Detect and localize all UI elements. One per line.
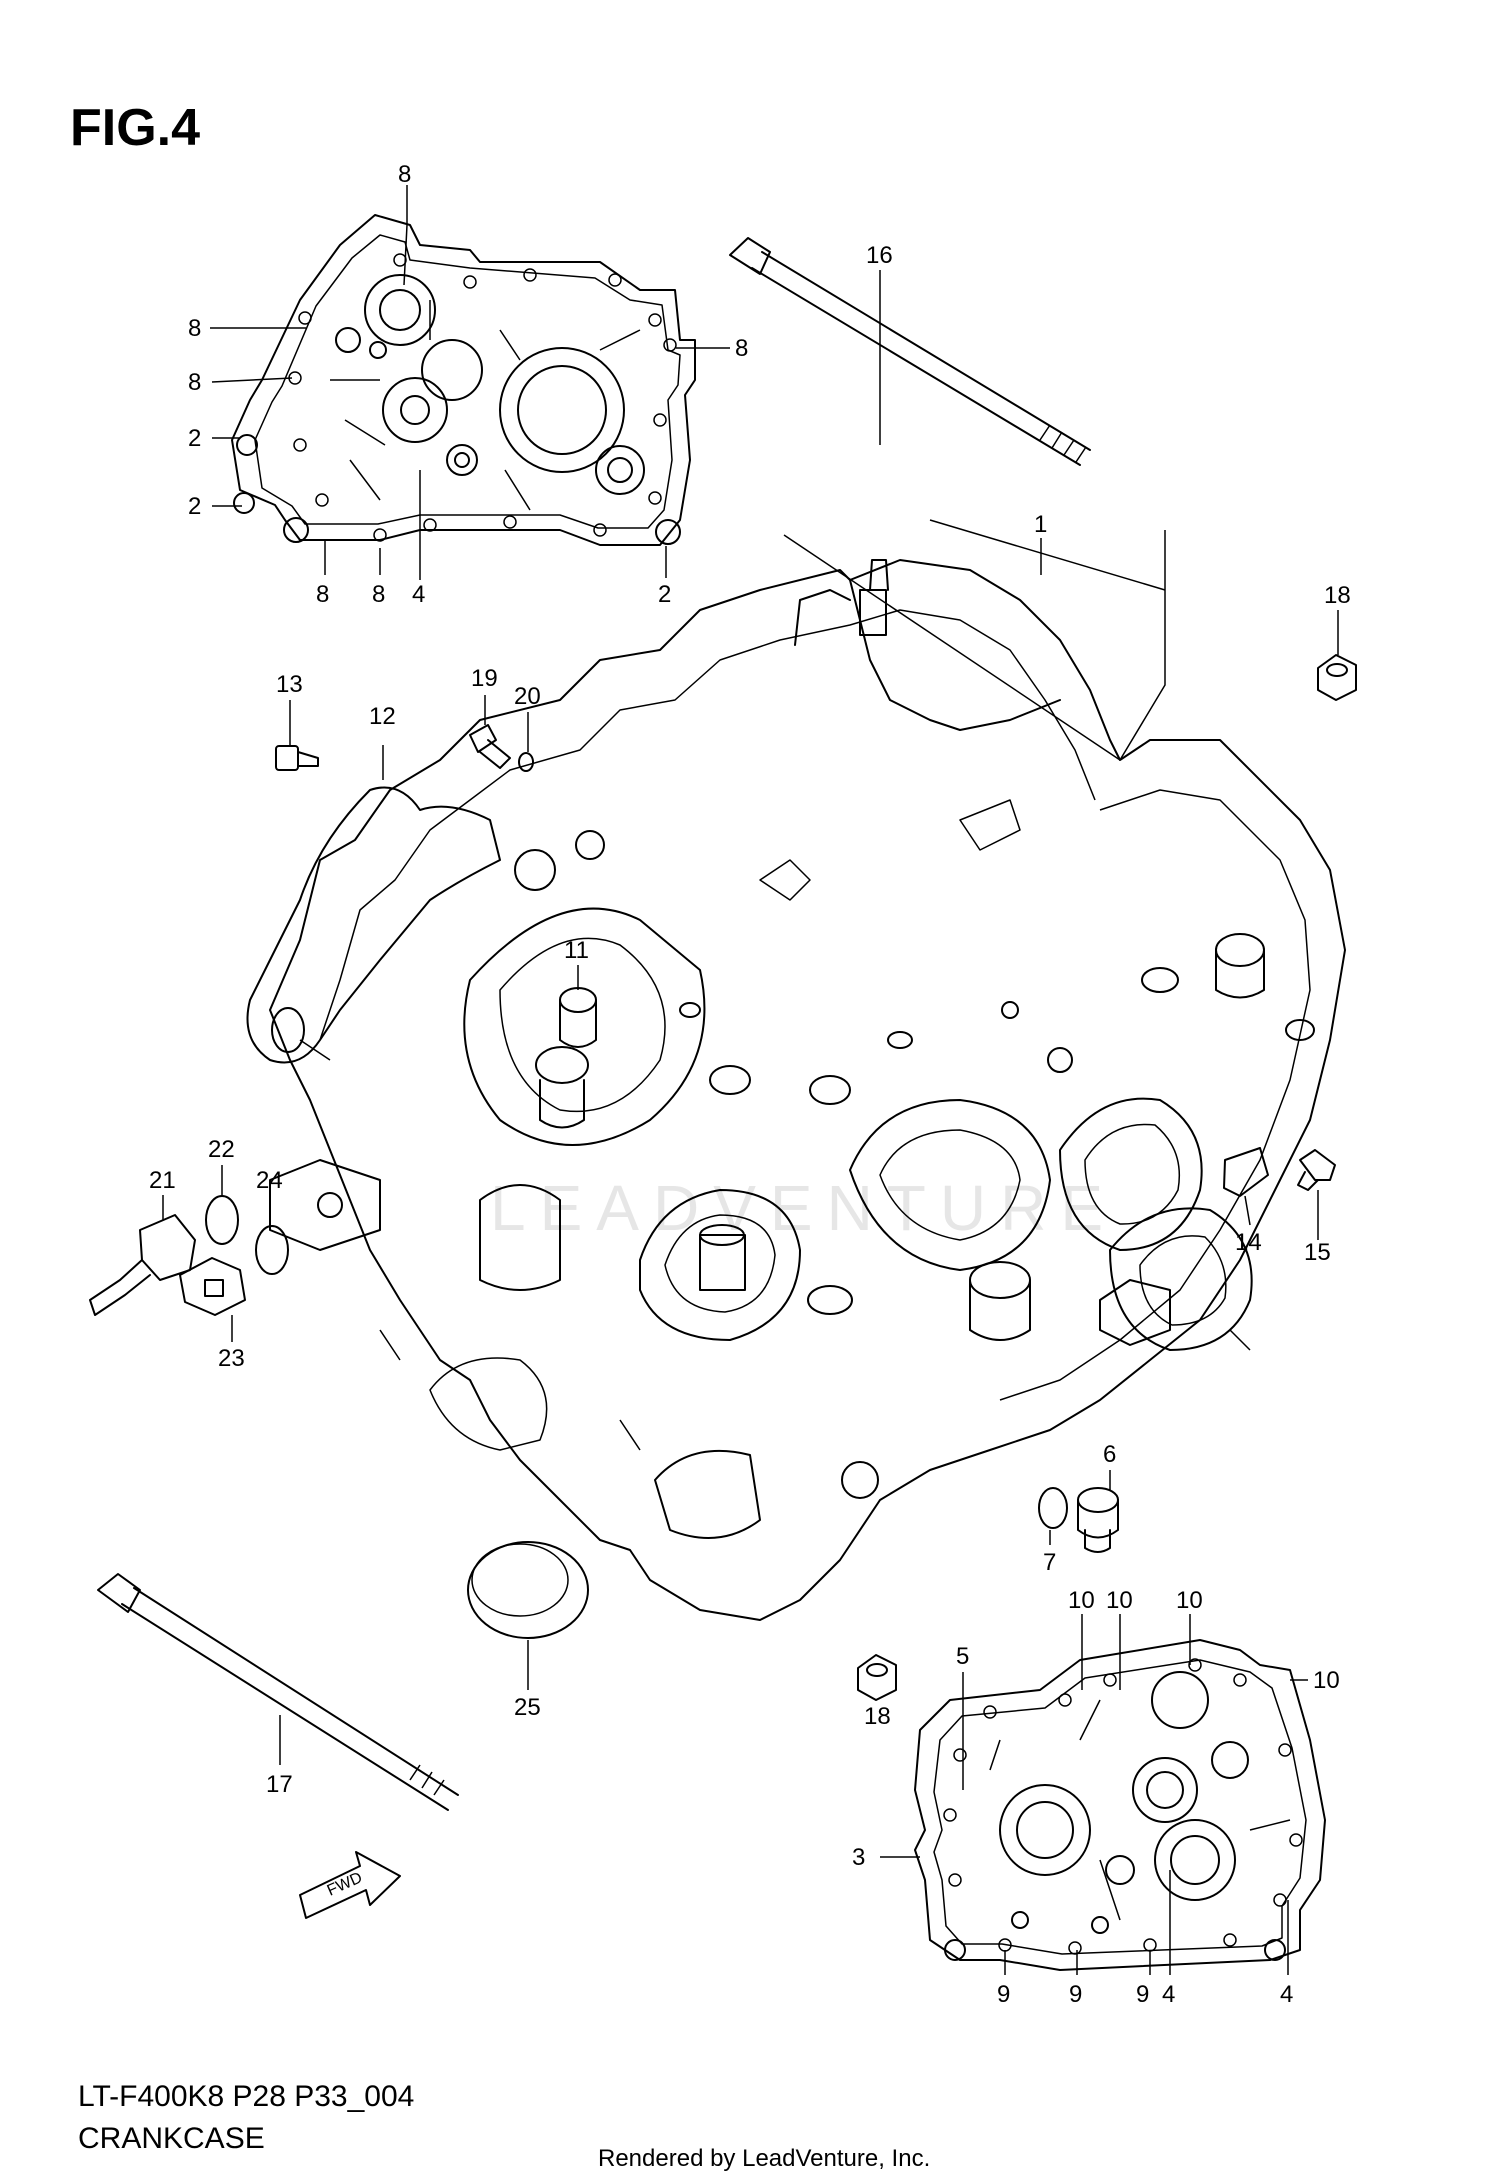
callout-9: 9 [1069,1981,1082,2008]
dowel-pin-11 [559,987,597,1048]
callout-3: 3 [852,1844,865,1871]
callout-14: 14 [1235,1229,1262,1256]
credit-text: Rendered by LeadVenture, Inc. [598,2145,930,2172]
callout-5: 5 [956,1643,969,1670]
gasket-12 [246,786,501,1064]
callout-8: 8 [398,161,411,188]
callout-23: 23 [218,1345,245,1372]
section-name-label: CRANKCASE [78,2122,265,2155]
sensor-21 [89,1214,196,1316]
callout-8: 8 [188,369,201,396]
callout-6: 6 [1103,1441,1116,1468]
callout-11: 11 [564,937,589,964]
gasket-12-hole [271,1007,305,1053]
gasket-22 [205,1195,239,1245]
callout-1: 1 [1034,511,1047,538]
callout-8: 8 [316,581,329,608]
callout-20: 20 [514,683,541,710]
nut-18-top [1317,654,1357,701]
callout-10: 10 [1176,1587,1203,1614]
drain-plug-6 [1077,1487,1119,1553]
model-code-label: LT-F400K8 P28 P33_004 [78,2080,414,2113]
o-ring-20 [518,752,534,772]
left-case-half-inner-view [231,214,696,546]
callout-21: 21 [149,1167,176,1194]
callout-8: 8 [188,315,201,342]
callout-8: 8 [735,335,748,362]
fitting-19 [469,724,511,769]
callout-2: 2 [188,493,201,520]
plate-14 [1223,1147,1269,1197]
right-case-half-inner-view [914,1639,1326,1971]
callout-2: 2 [658,581,671,608]
callout-9: 9 [1136,1981,1149,2008]
callout-13: 13 [276,671,303,698]
cap-25 [467,1541,589,1639]
callout-18: 18 [864,1703,891,1730]
callout-numbers: 8 8 8 8 2 2 8 8 4 2 16 1 18 13 19 20 12 … [149,161,1351,2008]
callout-9: 9 [997,1981,1010,2008]
callout-8: 8 [372,581,385,608]
callout-7: 7 [1043,1549,1056,1576]
crankcase-assembly [269,519,1346,1621]
bolt-15 [1297,1149,1336,1191]
callout-4: 4 [1280,1981,1293,2008]
gasket-24 [255,1225,289,1275]
washer-7 [1038,1487,1068,1529]
leader-lines [162,185,1339,1975]
callout-16: 16 [866,242,893,269]
figure-title: FIG.4 [70,99,200,157]
switch-23 [179,1257,246,1316]
callout-10: 10 [1068,1587,1095,1614]
callout-24: 24 [256,1167,283,1194]
long-bolt-17 [97,1573,459,1811]
watermark-text: LEADVENTURE [490,1172,1117,1244]
long-bolt-16 [729,237,1091,466]
callout-4: 4 [412,581,425,608]
callout-18: 18 [1324,582,1351,609]
callout-17: 17 [266,1771,293,1798]
callout-15: 15 [1304,1239,1331,1266]
callout-2: 2 [188,425,201,452]
callout-10: 10 [1313,1667,1340,1694]
bolt-13 [275,745,319,771]
callout-25: 25 [514,1694,541,1721]
callout-19: 19 [471,665,498,692]
callout-4: 4 [1162,1981,1175,2008]
callout-22: 22 [208,1136,235,1163]
callout-10: 10 [1106,1587,1133,1614]
callout-12: 12 [369,703,396,730]
nut-18-bottom [857,1654,897,1701]
forward-direction-arrow-icon: FWD [299,1851,401,1919]
